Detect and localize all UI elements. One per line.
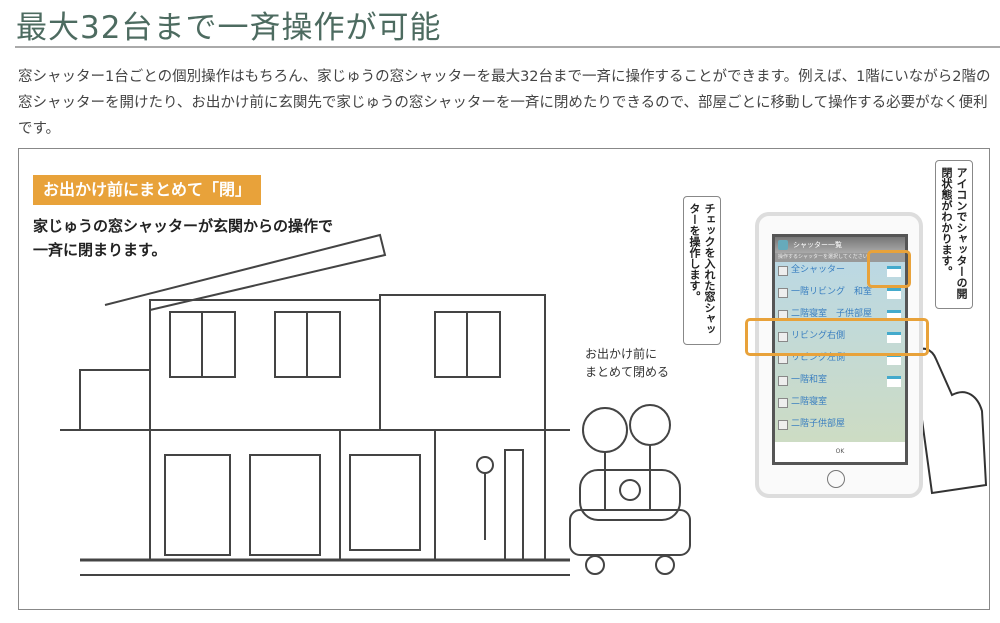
checkbox[interactable] xyxy=(778,420,788,430)
shutter-status-icon xyxy=(887,376,901,387)
shutter-item[interactable]: 一階リビング 和室 xyxy=(775,284,905,306)
item-label: 一階和室 xyxy=(791,375,828,385)
checkbox[interactable] xyxy=(778,288,788,298)
status-icon-highlight xyxy=(867,250,911,288)
scenario-label: お出かけ前にまとめて「閉」 xyxy=(33,175,261,205)
shutter-item[interactable]: 一階和室 xyxy=(775,372,905,394)
selected-row-highlight xyxy=(745,318,929,356)
title-divider xyxy=(15,46,1000,48)
checkbox[interactable] xyxy=(778,332,788,342)
app-screen: シャッター一覧 操作するシャッターを選択してください 全シャッター 一階リビング… xyxy=(772,234,908,465)
item-label: リビング左側 xyxy=(791,353,846,363)
item-label: 全シャッター xyxy=(791,265,846,275)
shutter-status-icon xyxy=(887,310,901,321)
house-illustration xyxy=(60,233,691,576)
checkbox[interactable] xyxy=(778,398,788,408)
callout-icon: アイコンでシャッターの開閉状態がわかります。 xyxy=(935,160,973,309)
callout-check: チェックを入れた窓シャッターを操作します。 xyxy=(683,196,721,345)
speech-line: まとめて閉める xyxy=(585,365,670,379)
app-title: シャッター一覧 xyxy=(793,241,842,249)
shutter-status-icon xyxy=(887,266,901,277)
app-icon xyxy=(778,240,788,250)
home-button-icon xyxy=(827,470,845,488)
speech-bubble: お出かけ前に まとめて閉める xyxy=(585,345,669,381)
hand-illustration xyxy=(914,347,988,495)
item-label: リビング右側 xyxy=(791,331,846,341)
checkbox[interactable] xyxy=(778,266,788,276)
page-title: 最大32台まで一斉操作が可能 xyxy=(16,10,442,46)
illustration-frame xyxy=(18,148,990,610)
shutter-status-icon xyxy=(887,288,901,299)
shutter-item[interactable]: リビング右側 xyxy=(775,328,905,350)
item-label: 二階寝室 xyxy=(791,397,828,407)
scenario-caption: 家じゅうの窓シャッターが玄関からの操作で一斉に閉まります。 xyxy=(33,217,334,259)
item-label: 一階リビング 和室 xyxy=(791,287,873,297)
app-header: シャッター一覧 xyxy=(775,237,905,253)
description-paragraph: 窓シャッター1台ごとの個別操作はもちろん、家じゅうの窓シャッターを最大32台まで… xyxy=(18,69,991,137)
shutter-item[interactable]: 二階子供部屋 xyxy=(775,416,905,438)
checkbox[interactable] xyxy=(778,376,788,386)
shutter-status-icon xyxy=(887,332,901,343)
item-label: 二階子供部屋 xyxy=(791,419,846,429)
app-subtitle: 操作するシャッターを選択してください xyxy=(775,253,905,262)
shutter-item[interactable]: 全シャッター xyxy=(775,262,905,284)
shutter-item[interactable]: 二階寝室 xyxy=(775,394,905,416)
ok-button[interactable]: OK xyxy=(775,442,905,462)
item-label: 二階寝室 子供部屋 xyxy=(791,309,873,319)
speech-line: お出かけ前に xyxy=(585,347,658,361)
